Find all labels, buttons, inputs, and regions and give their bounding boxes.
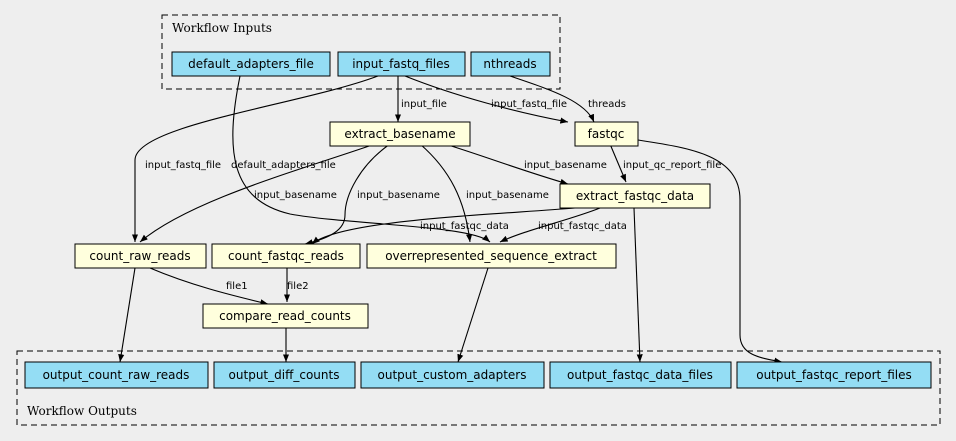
workflow-inputs-cluster <box>161 14 561 90</box>
edge-label: input_qc_report_file <box>623 160 721 171</box>
input-node-default-adapters-file[interactable]: default_adapters_file <box>171 51 331 77</box>
edge-extract-fastqc-data-to-overrep <box>499 207 601 243</box>
node-label: extract_fastqc_data <box>576 189 694 203</box>
node-label: count_raw_reads <box>89 249 190 263</box>
edge-default-adapters-to-overrep <box>232 75 491 243</box>
node-label: compare_read_counts <box>219 309 351 323</box>
step-node-extract-fastqc-data[interactable]: extract_fastqc_data <box>559 183 711 209</box>
step-node-compare-read-counts[interactable]: compare_read_counts <box>202 303 369 329</box>
node-label: count_fastqc_reads <box>228 249 344 263</box>
step-node-count-raw-reads[interactable]: count_raw_reads <box>74 243 207 269</box>
edge-label: file2 <box>287 281 309 292</box>
edge-label: input_fastq_file <box>145 160 221 171</box>
edge-label: input_basename <box>466 190 549 201</box>
node-label: fastqc <box>588 127 625 141</box>
step-node-count-fastqc-reads[interactable]: count_fastqc_reads <box>211 243 361 269</box>
node-label: input_fastq_files <box>352 57 450 71</box>
edge-label: threads <box>588 99 626 110</box>
edge-overrep-to-output-adapters <box>457 267 489 363</box>
workflow-outputs-label: Workflow Outputs <box>27 404 137 418</box>
node-label: overrepresented_sequence_extract <box>385 249 597 263</box>
edge-label: input_basename <box>254 190 337 201</box>
node-label: output_count_raw_reads <box>43 368 190 382</box>
edge-input-fastq-to-fastqc <box>404 75 569 124</box>
edge-extract-fastqc-data-to-output-data <box>633 207 643 363</box>
edge-label: input_basename <box>524 160 607 171</box>
node-label: output_fastqc_report_files <box>756 368 912 382</box>
node-label: default_adapters_file <box>188 57 314 71</box>
node-label: output_diff_counts <box>229 368 340 382</box>
workflow-outputs-cluster <box>16 350 941 426</box>
output-node-count-raw-reads[interactable]: output_count_raw_reads <box>24 361 209 389</box>
step-node-extract-basename[interactable]: extract_basename <box>329 121 471 147</box>
output-node-custom-adapters[interactable]: output_custom_adapters <box>360 361 545 389</box>
edge-extract-basename-to-count-raw <box>139 143 376 243</box>
edge-extract-basename-to-extract-fastqc-data <box>444 143 569 185</box>
edge-label: input_fastqc_data <box>538 221 627 232</box>
input-node-nthreads[interactable]: nthreads <box>470 51 551 77</box>
edge-extract-basename-to-overrep <box>419 143 473 243</box>
node-label: extract_basename <box>344 127 455 141</box>
output-node-fastqc-report-files[interactable]: output_fastqc_report_files <box>736 361 932 389</box>
node-label: nthreads <box>483 57 536 71</box>
step-node-overrepresented-sequence-extract[interactable]: overrepresented_sequence_extract <box>366 243 617 269</box>
edge-label: file1 <box>226 281 248 292</box>
edge-count-raw-to-output <box>118 267 136 363</box>
edge-fastqc-to-output-report <box>637 139 783 364</box>
output-node-diff-counts[interactable]: output_diff_counts <box>213 361 356 389</box>
edge-nthreads-to-fastqc <box>509 75 595 123</box>
edge-count-raw-to-compare <box>149 267 269 306</box>
edge-label: input_fastqc_data <box>420 221 509 232</box>
edge-label: input_fastq_file <box>491 99 567 110</box>
edge-fastqc-to-extract-fastqc-data <box>609 143 627 183</box>
edge-input-fastq-to-count-raw <box>131 75 379 242</box>
node-label: output_fastqc_data_files <box>567 368 713 382</box>
edge-extract-fastqc-data-to-count-fastqc <box>311 207 576 245</box>
output-node-fastqc-data-files[interactable]: output_fastqc_data_files <box>549 361 732 389</box>
workflow-inputs-label: Workflow Inputs <box>172 21 272 35</box>
input-node-input-fastq-files[interactable]: input_fastq_files <box>337 51 466 77</box>
edge-label: default_adapters_file <box>231 160 336 171</box>
edge-extract-basename-to-count-fastqc <box>304 143 391 246</box>
node-label: output_custom_adapters <box>378 368 527 382</box>
edge-label: input_basename <box>357 190 440 201</box>
edge-label: input_file <box>401 99 447 110</box>
step-node-fastqc[interactable]: fastqc <box>574 121 639 147</box>
